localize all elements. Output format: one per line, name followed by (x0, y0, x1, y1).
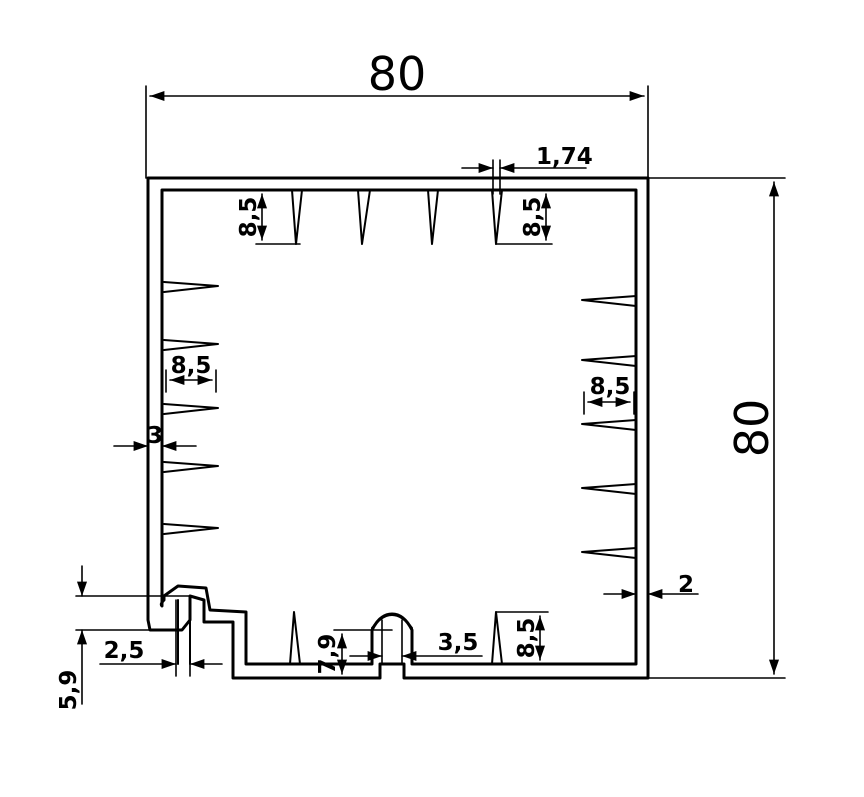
dim-fin-depth-left: 8,5 (171, 353, 212, 379)
dimension-lines (75, 85, 786, 705)
dimension-labels: 80 80 1,74 8,5 8,5 8,5 8,5 3 2 5,9 2,5 7… (56, 47, 779, 710)
dim-groove-gap: 1,74 (536, 144, 593, 170)
dim-slot-width: 3,5 (438, 630, 479, 656)
dim-foot-width: 2,5 (104, 638, 145, 664)
dim-fin-depth-right: 8,5 (590, 374, 631, 400)
dim-fin-depth-top-left: 8,5 (236, 197, 262, 238)
dim-wall-right: 2 (678, 572, 694, 598)
dim-overall-width: 80 (368, 47, 427, 101)
dim-slot-height: 7,9 (315, 634, 341, 675)
dim-fin-depth-top-right: 8,5 (520, 197, 546, 238)
profile-outline (146, 176, 650, 680)
fins (163, 189, 637, 665)
dim-overall-height: 80 (725, 399, 779, 458)
dim-foot-height: 5,9 (56, 670, 82, 711)
dim-wall-left: 3 (147, 423, 163, 449)
dim-fin-depth-bottom-right: 8,5 (514, 618, 540, 659)
